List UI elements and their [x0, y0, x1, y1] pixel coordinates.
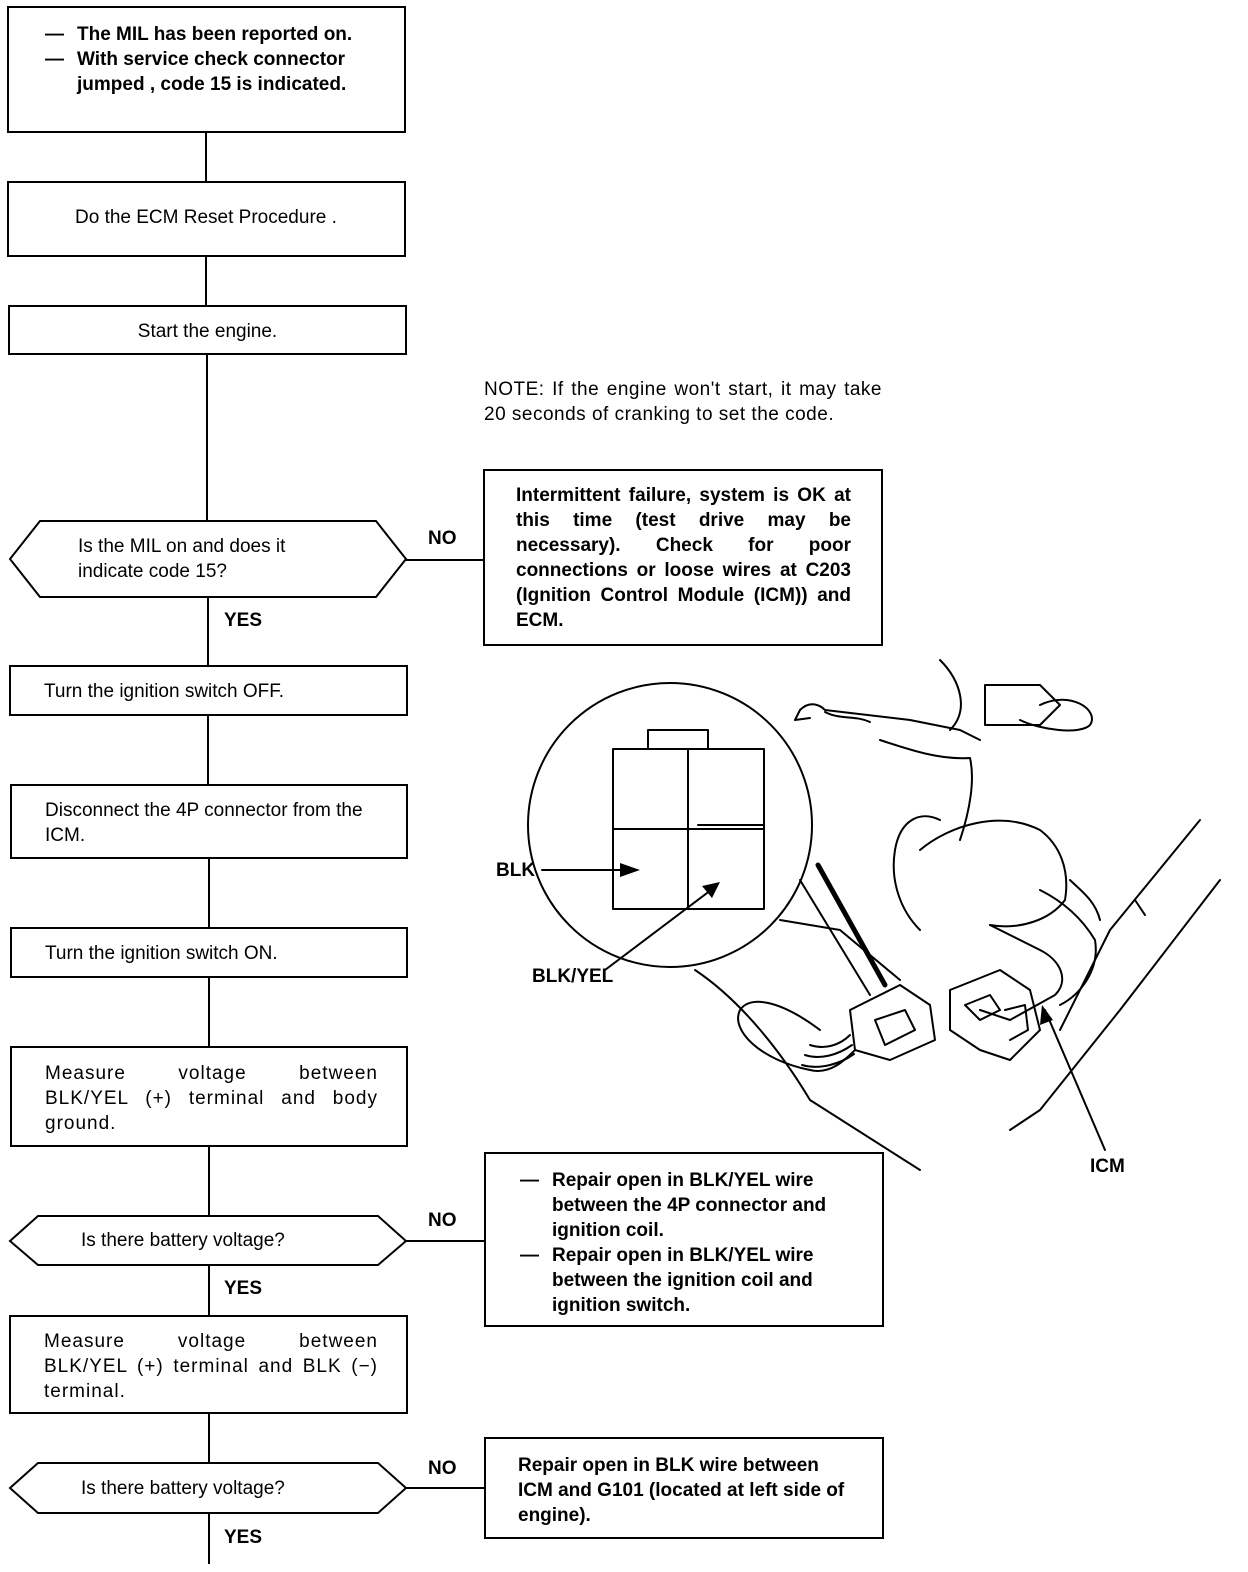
step-disconnect-4p: Disconnect the 4P connector from the ICM… — [10, 784, 408, 859]
blk-yel-arrowhead — [702, 882, 720, 898]
repair-item-1: —Repair open in BLK/YEL wire between the… — [520, 1170, 827, 1241]
decision-battery-voltage-2: Is there battery voltage? — [8, 1462, 408, 1515]
blk-arrowhead — [620, 863, 640, 877]
yes-label-1: YES — [224, 610, 263, 631]
decision-shape — [8, 1462, 408, 1514]
connector-line — [205, 256, 207, 306]
step-start-engine: Start the engine. — [8, 305, 407, 355]
step-ecm-reset: Do the ECM Reset Procedure . — [7, 181, 406, 257]
connector-line — [207, 598, 209, 666]
magnify-leader — [815, 862, 888, 988]
4p-connector — [849, 984, 936, 1061]
step-measure-blk-terminal: Measure voltage between BLK/YEL (+) term… — [9, 1315, 408, 1414]
repair-blk-yel-box: —Repair open in BLK/YEL wire between the… — [484, 1152, 884, 1327]
connector-line — [208, 1413, 210, 1463]
connector-line — [208, 858, 210, 928]
step-ignition-off: Turn the ignition switch OFF. — [9, 665, 408, 716]
icm-label: ICM — [1090, 1156, 1125, 1177]
blk-yel-arrow — [604, 886, 716, 971]
decision-battery-voltage-1: Is there battery voltage? — [8, 1215, 408, 1267]
no-branch-line — [405, 1487, 485, 1489]
engine-outline — [939, 659, 1093, 732]
connector-latch — [647, 729, 709, 750]
yes-label-3: YES — [224, 1527, 263, 1548]
no-label-2: NO — [428, 1210, 457, 1231]
connector-line — [208, 1514, 210, 1564]
icm-body — [919, 819, 1068, 928]
blk-label: BLK — [496, 860, 536, 881]
no-branch-line — [405, 559, 485, 561]
decision-mil-text: Is the MIL on and does it indicate code … — [78, 536, 286, 582]
connector-line — [208, 977, 210, 1047]
step-measure-body-ground: Measure voltage between BLK/YEL (+) term… — [10, 1046, 408, 1147]
magnified-connector-circle — [527, 682, 813, 968]
no-branch-line — [405, 1240, 485, 1242]
no-label-3: NO — [428, 1458, 457, 1479]
blk-yel-label: BLK/YEL — [532, 966, 614, 987]
decision-shape — [8, 520, 408, 598]
icm-connector-illustration — [527, 659, 1221, 1171]
connector-line — [206, 354, 208, 522]
start-box: —The MIL has been reported on. —With ser… — [7, 6, 406, 133]
step-ignition-on: Turn the ignition switch ON. — [10, 927, 408, 978]
decision-battery-2-text: Is there battery voltage? — [81, 1478, 285, 1499]
intermittent-failure-box: Intermittent failure, system is OK at th… — [483, 469, 883, 646]
no-label-1: NO — [428, 528, 457, 549]
icm-arrowhead — [1040, 1005, 1053, 1025]
decision-mil-code-15: Is the MIL on and does it indicate code … — [8, 520, 408, 599]
icm-pointer — [1044, 1009, 1106, 1151]
yes-label-2: YES — [224, 1278, 263, 1299]
start-item-2: —With service check connector jumped , c… — [45, 49, 347, 95]
decision-battery-1-text: Is there battery voltage? — [81, 1230, 285, 1251]
connector-line — [208, 1266, 210, 1316]
connector-line — [208, 1146, 210, 1216]
start-item-1: —The MIL has been reported on. — [45, 24, 353, 45]
connector-line — [205, 132, 207, 182]
decision-shape — [8, 1215, 408, 1266]
repair-item-2: —Repair open in BLK/YEL wire between the… — [520, 1245, 814, 1316]
note-text: NOTE: If the engine won't start, it may … — [484, 379, 882, 425]
connector-line — [207, 715, 209, 785]
icm-connector — [949, 969, 1041, 1061]
wire-harness — [737, 1000, 856, 1072]
repair-blk-wire-box: Repair open in BLK wire between ICM and … — [484, 1437, 884, 1539]
magnify-leader — [799, 879, 871, 996]
